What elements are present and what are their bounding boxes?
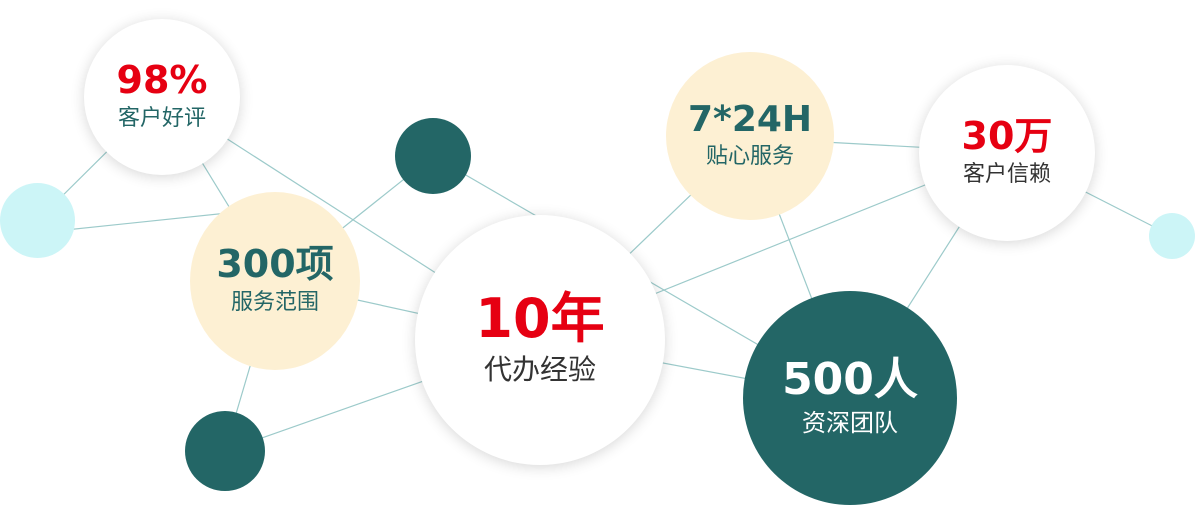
decor-dot-teal-top bbox=[395, 118, 471, 194]
stat-value: 98% bbox=[116, 57, 208, 102]
stat-value: 500人 bbox=[782, 354, 918, 406]
stat-label: 客户好评 bbox=[117, 105, 206, 131]
stat-label: 服务范围 bbox=[230, 289, 319, 315]
decor-dot-teal-bottom bbox=[185, 411, 265, 491]
stat-value: 30万 bbox=[961, 113, 1053, 158]
stat-experience: 10年 代办经验 bbox=[415, 215, 665, 465]
stat-satisfaction: 98% 客户好评 bbox=[84, 19, 240, 175]
decor-dot-cyan-right bbox=[1149, 213, 1195, 259]
stat-team: 500人 资深团队 bbox=[743, 291, 957, 505]
stat-label: 客户信赖 bbox=[962, 161, 1051, 187]
stat-clients: 30万 客户信赖 bbox=[919, 65, 1095, 241]
stat-value: 10年 bbox=[475, 287, 605, 351]
stat-label: 资深团队 bbox=[802, 408, 898, 437]
stat-support: 7*24H 贴心服务 bbox=[666, 52, 834, 220]
stat-value: 7*24H bbox=[687, 98, 813, 140]
decor-dot-cyan-left bbox=[0, 183, 75, 258]
stat-services: 300项 服务范围 bbox=[190, 192, 360, 370]
stat-label: 代办经验 bbox=[483, 353, 596, 387]
stat-label: 贴心服务 bbox=[705, 143, 794, 169]
stat-value: 300项 bbox=[216, 241, 334, 286]
